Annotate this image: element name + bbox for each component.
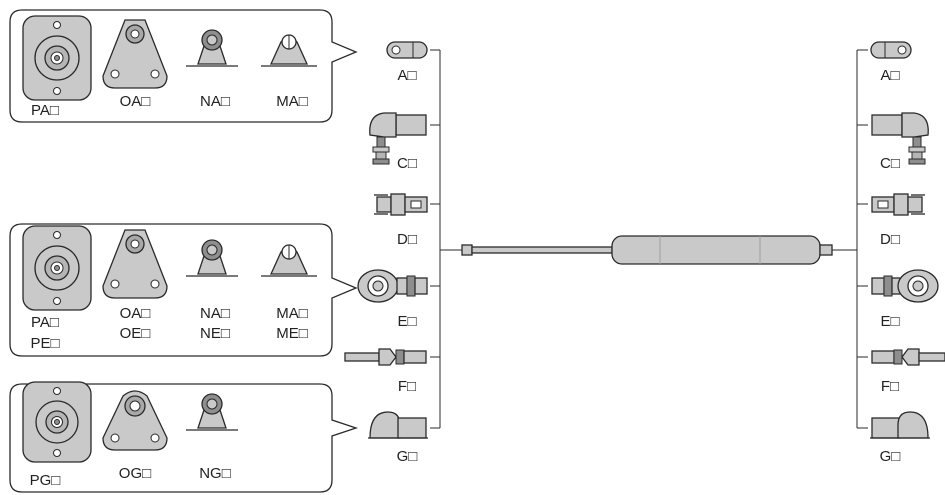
- fitting-label: E□: [880, 313, 899, 330]
- fitting-label: D□: [880, 231, 900, 248]
- fitting-label: G□: [880, 448, 901, 465]
- ball-socket-fitting-icon: [871, 112, 929, 165]
- mount-label: PA□: [31, 314, 59, 331]
- mount-label: OG□: [119, 465, 151, 482]
- fitting-label: E□: [397, 313, 416, 330]
- flange-mount-icon: [22, 225, 92, 311]
- rod-end-fitting-icon: [871, 269, 939, 303]
- mount-label: NA□: [200, 305, 230, 322]
- right-connector-lines: [832, 49, 868, 429]
- eye-fitting-icon: [870, 41, 912, 59]
- fitting-label: C□: [880, 155, 900, 172]
- mount-label: PE□: [30, 335, 59, 352]
- mount-label: PG□: [30, 472, 61, 489]
- clevis-fitting-icon: [871, 193, 925, 216]
- callout-box-middle: [9, 223, 358, 357]
- ball-socket-fitting-icon: [369, 112, 427, 165]
- callout-box-top: [9, 9, 358, 123]
- callout-box-bottom: [9, 383, 359, 493]
- mount-label: MA□: [276, 305, 308, 322]
- round-triangle-bracket-icon: [102, 390, 168, 451]
- mount-label: ME□: [276, 325, 308, 342]
- gas-spring-icon: [461, 235, 833, 265]
- pin-bracket-icon: [261, 244, 317, 277]
- mount-label: OE□: [120, 325, 151, 342]
- ball-stud-bracket-icon: [186, 239, 238, 277]
- triangle-bracket-icon: [102, 19, 168, 89]
- triangle-bracket-icon: [102, 229, 168, 299]
- mount-label: OA□: [120, 93, 151, 110]
- flange-mount-icon: [22, 381, 92, 463]
- mount-label: PA□: [31, 102, 59, 119]
- mount-label: MA□: [276, 93, 308, 110]
- fitting-label: A□: [397, 67, 416, 84]
- fitting-label: F□: [881, 378, 899, 395]
- fitting-label: C□: [397, 155, 417, 172]
- fitting-label: A□: [880, 67, 899, 84]
- mount-label: NA□: [200, 93, 230, 110]
- mount-label: OA□: [120, 305, 151, 322]
- ball-stud-bracket-icon: [186, 29, 238, 67]
- fitting-label: D□: [397, 231, 417, 248]
- clevis-fitting-icon: [374, 193, 428, 216]
- eye-fitting-icon: [386, 41, 428, 59]
- fitting-label: F□: [398, 378, 416, 395]
- left-connector-lines: [430, 49, 462, 429]
- angle-joint-fitting-icon: [870, 411, 930, 439]
- angle-joint-fitting-icon: [368, 411, 428, 439]
- ball-stud-bracket-icon: [186, 393, 238, 431]
- flange-mount-icon: [22, 15, 92, 101]
- pin-bracket-icon: [261, 34, 317, 67]
- fitting-label: G□: [397, 448, 418, 465]
- mount-label: NE□: [200, 325, 230, 342]
- rod-end-fitting-icon: [357, 269, 428, 303]
- threaded-fitting-icon: [871, 348, 945, 366]
- threaded-fitting-icon: [344, 348, 427, 366]
- mount-label: NG□: [199, 465, 231, 482]
